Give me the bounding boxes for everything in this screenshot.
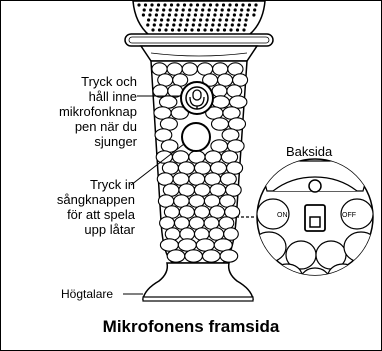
screw-icon <box>309 180 321 192</box>
label-back-side: Baksida <box>286 144 332 159</box>
microphone-button-graphic <box>181 82 213 114</box>
label-switch-on: ON <box>277 212 288 220</box>
speaker-base <box>143 263 253 301</box>
diagram-title: Mikrofonens framsida <box>1 317 381 337</box>
song-button-graphic <box>182 123 210 151</box>
label-song-button: Tryck in sångknappen för att spela upp l… <box>31 177 135 237</box>
head-ring <box>125 34 273 46</box>
label-speaker: Högtalare <box>61 287 113 302</box>
microphone-grille <box>133 1 265 35</box>
label-switch-off: OFF <box>342 212 356 220</box>
label-hold-mic-button: Tryck och håll inne mikrofonknap pen när… <box>31 74 137 149</box>
back-side-inset <box>252 159 378 290</box>
